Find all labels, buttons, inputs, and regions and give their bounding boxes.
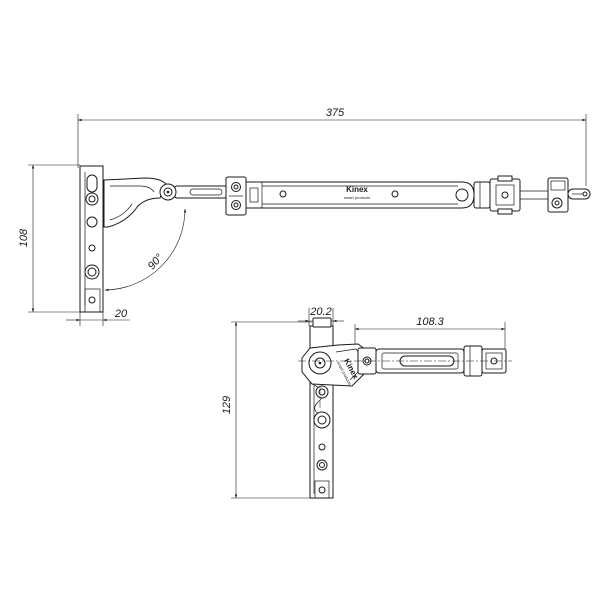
adjuster-cap [497, 175, 513, 182]
dimension-overall-length: 375 [77, 107, 587, 186]
end-rod-hole [582, 191, 588, 197]
dimension-label-20: 20 [114, 308, 128, 320]
plate-hole-inner [87, 267, 97, 277]
pivot-lever [103, 177, 229, 228]
dimension-height: 108 [18, 164, 80, 313]
arm-rivet [279, 190, 287, 198]
end-hole-inner [554, 200, 560, 206]
arm-end-pin [455, 188, 469, 202]
frame-plate [309, 317, 334, 499]
plate-hole-inner [318, 388, 326, 396]
adjuster-cap [497, 208, 513, 215]
lever-edge [110, 185, 155, 193]
angle-label: 90° [146, 251, 166, 272]
plate-hole [88, 244, 96, 252]
dimension-label-20-2: 20.2 [309, 306, 331, 318]
arm-connector [473, 175, 548, 215]
frame-plate [79, 165, 104, 313]
lever-body [103, 177, 167, 228]
adjuster-inner [495, 184, 515, 206]
plate-hole [86, 216, 98, 228]
link-slot [189, 188, 223, 196]
screw-slot [233, 184, 239, 190]
dimension-label-375: 375 [326, 107, 345, 119]
end-block-top [550, 180, 566, 191]
bottom-view: 20.2 129 108.3 [221, 306, 512, 499]
plate-top-cap [312, 317, 332, 328]
connector-joint [473, 181, 491, 209]
brand-tagline: smart products [344, 195, 370, 200]
plate-hole-inner [319, 462, 325, 468]
pivot-lever: Kinex smart products [301, 343, 367, 387]
stay-arm: Kinex smart products [245, 181, 475, 209]
plate-hole [318, 443, 326, 451]
top-view: 375 108 20 90° [18, 107, 591, 326]
dimension-plate-width: 20 [66, 300, 130, 326]
plate-hole [88, 296, 96, 304]
lever-edge [109, 203, 133, 221]
clamp-block [225, 176, 247, 216]
pivot-center [166, 190, 170, 194]
pivot-center [318, 361, 322, 365]
arm-rivet [391, 190, 399, 198]
plate-slot [86, 174, 98, 193]
angle-arc [104, 208, 187, 292]
dimension-label-129: 129 [221, 396, 233, 414]
adjuster-screw [501, 191, 509, 199]
plate-hole-inner [317, 415, 327, 425]
dimension-label-108: 108 [18, 228, 30, 247]
plate-tab [314, 480, 330, 499]
brand-logo: Kinex [346, 185, 368, 194]
dimension-height: 129 [221, 321, 320, 499]
plate-hole-inner [88, 195, 96, 203]
dimension-label-108-3: 108.3 [416, 316, 444, 328]
arm-lug [249, 187, 259, 203]
sash-end-fitting [547, 177, 591, 213]
plate-tab [84, 288, 101, 313]
plate-hole [318, 486, 326, 494]
screw-slot [233, 202, 239, 208]
slotted-link [173, 185, 229, 199]
